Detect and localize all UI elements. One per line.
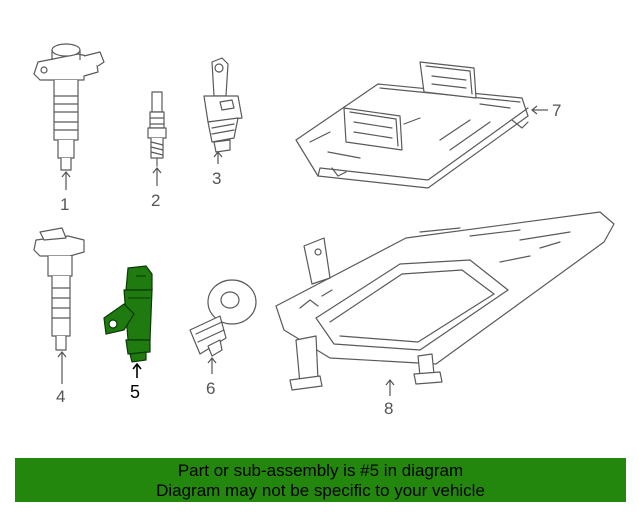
callout-2: 2 — [151, 191, 160, 210]
callout-7: 7 — [552, 101, 561, 120]
callout-1: 1 — [60, 195, 69, 214]
callout-4: 4 — [56, 387, 65, 406]
part-7-control-module[interactable] — [295, 61, 529, 189]
part-2-spark-plug[interactable] — [147, 91, 167, 167]
banner-line-disclaimer: Diagram may not be specific to your vehi… — [156, 481, 485, 500]
leader-lines — [57, 105, 548, 396]
part-1-ignition-coil[interactable] — [33, 43, 105, 171]
callout-6: 6 — [206, 379, 215, 398]
part-6-knock-sensor[interactable] — [189, 279, 257, 357]
part-4-ignition-coil[interactable] — [33, 227, 85, 351]
part-3-sensor[interactable] — [203, 57, 243, 153]
info-banner: Part or sub-assembly is #5 in diagram Di… — [15, 458, 626, 502]
callout-8: 8 — [384, 399, 393, 418]
banner-line-part-info: Part or sub-assembly is #5 in diagram — [177, 461, 464, 480]
part-8-mounting-bracket[interactable] — [275, 211, 615, 391]
callout-3: 3 — [212, 169, 221, 188]
callout-5-highlighted: 5 — [130, 382, 140, 402]
part-5-position-sensor-highlighted[interactable] — [103, 265, 153, 363]
